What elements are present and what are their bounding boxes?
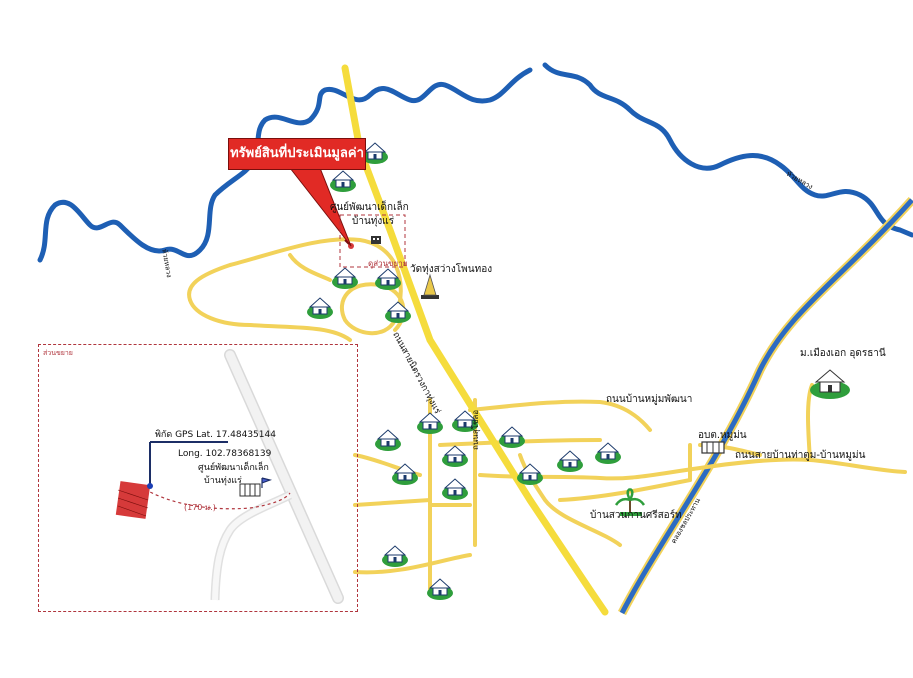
house-icon: [557, 450, 583, 472]
bangmun-road-label: ถนนสายบ้านท่าตูม-บ้านหมูม่น: [735, 450, 866, 461]
school-building-icon: [239, 483, 261, 497]
house-icon: [385, 301, 411, 323]
houses-layer: [307, 142, 621, 600]
house-icon: [382, 545, 408, 567]
building-icon: [701, 441, 725, 454]
house-icon: [517, 463, 543, 485]
village-house-icon: [810, 369, 850, 399]
house-icon: [442, 445, 468, 467]
building-icon: [371, 236, 381, 244]
garden-label: บ้านสวนกานศรีสอร์ท: [590, 510, 682, 521]
center-label-line1: ศูนย์พัฒนาเด็กเล็ก: [330, 202, 409, 213]
obt-label: อบต.หมูม่น: [698, 430, 747, 441]
river-right: [542, 62, 913, 238]
inset-map: [115, 349, 344, 604]
appraised-property-callout: ทรัพย์สินที่ประเมินมูลค่า: [228, 138, 366, 170]
temple-label: วัดทุ่งสว่างโพนทอง: [410, 264, 493, 275]
house-icon: [332, 267, 358, 289]
village-label: ม.เมืองเอก อุดรธานี: [800, 348, 886, 359]
house-icon: [442, 478, 468, 500]
house-icon: [427, 578, 453, 600]
property-parcel: [115, 481, 151, 519]
temple-icon: [421, 273, 439, 299]
inset-title: ส่วนขยาย: [43, 349, 73, 357]
house-icon: [392, 463, 418, 485]
inset-panel: ส่วนขยาย: [38, 344, 358, 612]
inset-center-line1: ศูนย์พัฒนาเด็กเล็ก: [198, 463, 269, 473]
house-icon: [595, 442, 621, 464]
gps-long-label: Long. 102.78368139: [178, 449, 272, 459]
house-icon: [330, 170, 356, 192]
inset-center-line2: บ้านทุ่งแร่: [204, 476, 242, 486]
house-icon: [417, 412, 443, 434]
palm-tree-icon: [614, 487, 646, 516]
distance-label: (170 ม.): [184, 503, 216, 512]
house-icon: [362, 142, 388, 164]
phatthana-road-label: ถนนบ้านหมู่มพัฒนา: [606, 394, 693, 405]
center-label-line2: บ้านทุ่งแร่: [352, 216, 395, 227]
house-icon: [375, 429, 401, 451]
expand-label: ดูส่วนขยาย: [368, 259, 408, 268]
house-icon: [375, 268, 401, 290]
local-road-label: ถนนสุโชลอ: [471, 409, 480, 450]
house-icon: [452, 410, 478, 432]
house-icon: [307, 297, 333, 319]
canal: [618, 196, 913, 616]
gps-lat-label: พิกัด GPS Lat. 17.48435144: [155, 430, 276, 440]
center-box: [339, 214, 406, 268]
house-icon: [499, 426, 525, 448]
